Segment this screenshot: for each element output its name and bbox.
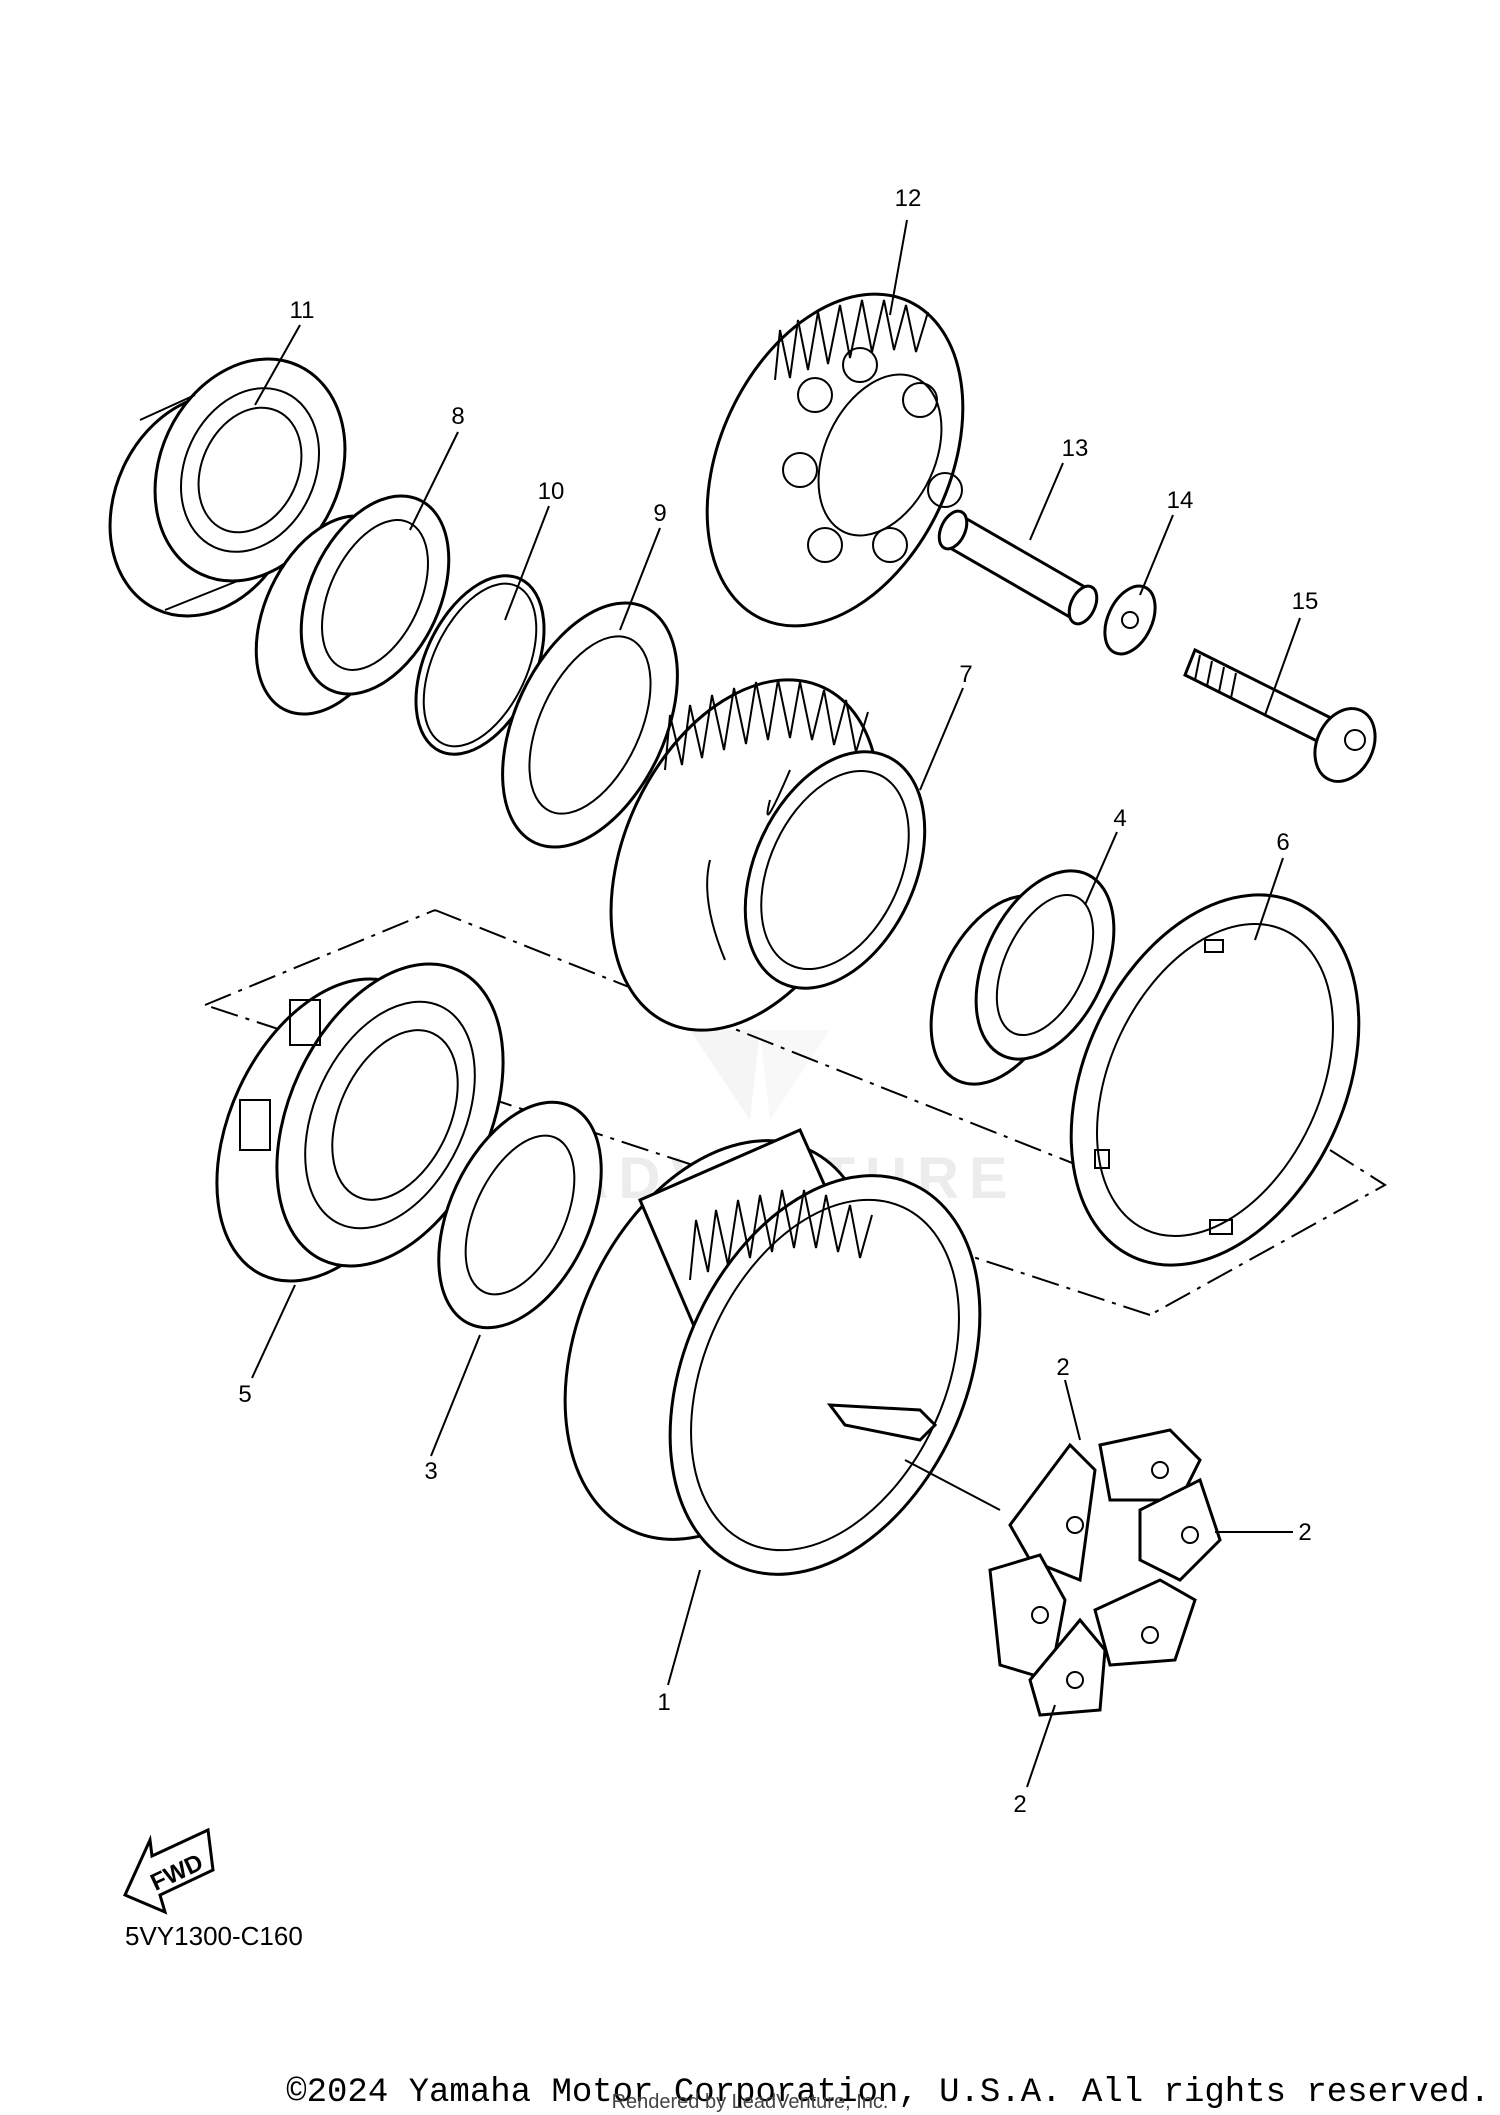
part-6-plate [1069,893,1361,1267]
part-5-one-way-clutch [215,962,505,1283]
callout-4: 4 [1113,805,1126,832]
part-7-clutch-gear [609,678,927,1032]
diagram-code: 5VY1300-C160 [125,1921,303,1951]
part-4-collar [929,869,1116,1086]
part-8-collar [254,494,451,716]
part-9-washer [501,601,679,849]
callout-13: 13 [1062,435,1089,462]
callout-15: 15 [1292,588,1319,615]
callout-8: 8 [451,403,464,430]
fwd-arrow-icon: FWD [122,1827,215,1915]
callout-1: 1 [657,1689,670,1716]
part-13-shaft [937,509,1099,626]
part-12-idler-gear [705,292,965,628]
callout-5: 5 [238,1381,251,1408]
callout-14: 14 [1167,487,1194,514]
callout-7: 7 [959,661,972,688]
rendered-by-note: Rendered by LeadVenture, Inc. [612,2091,889,2113]
copyright-notice: ©2024 Yamaha Motor Corporation, U.S.A. A… [286,2074,1490,2112]
callout-10: 10 [538,478,565,505]
part-14-washer [1103,584,1157,656]
callout-9: 9 [653,500,666,527]
part-2-dampers [988,1428,1222,1717]
part-1-clutch-boss [563,1128,1001,1576]
part-3-washer [437,1100,603,1330]
callout-2-bottom: 2 [1013,1791,1026,1818]
leader-lines [251,219,1301,1788]
watermark-logo [690,1030,830,1120]
callout-2-right: 2 [1298,1519,1311,1546]
part-15-bolt [1183,647,1377,783]
part-11-bearing [108,357,347,618]
callout-2-top: 2 [1056,1354,1069,1381]
callout-3: 3 [424,1458,437,1485]
callout-12: 12 [895,185,922,212]
callout-6: 6 [1276,829,1289,856]
callout-11: 11 [290,297,315,324]
